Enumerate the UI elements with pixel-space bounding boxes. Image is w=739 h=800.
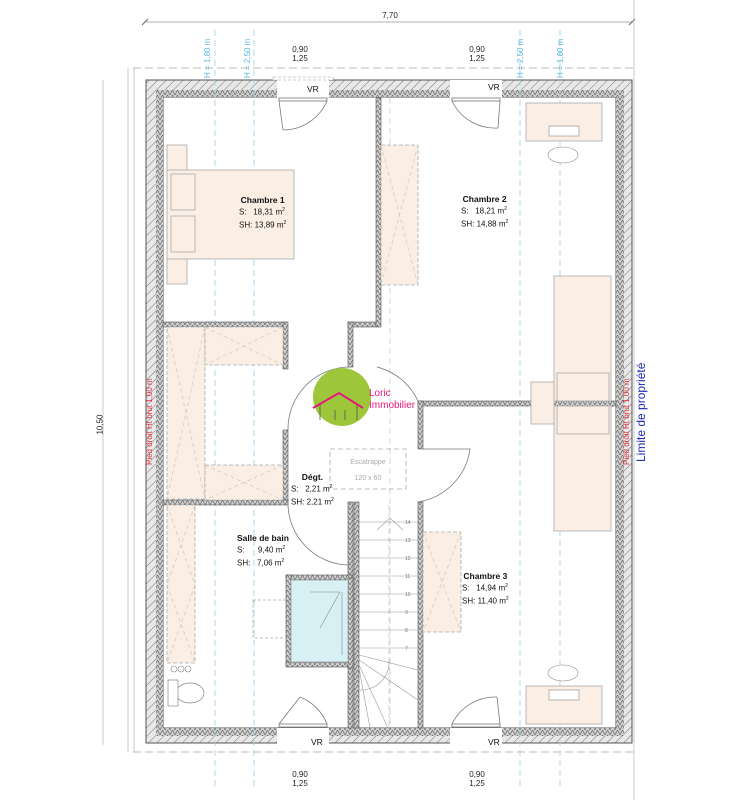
habitable-surface-value: 2,21 m <box>306 497 332 507</box>
escatrappe-name: Escatrappe <box>350 459 386 466</box>
habitable-surface-value: 14,88 m <box>476 219 506 229</box>
room-label-chambre-2: Chambre 2 S: 18,21 m2 SH: 14,88 m2 <box>461 194 508 229</box>
unit-sup: 2 <box>282 207 285 213</box>
unit-sup: 2 <box>283 219 287 226</box>
stair-step-numbers: 14 13 12 11 10 9 8 7 <box>405 514 411 658</box>
window-width: 0,90 <box>469 770 485 779</box>
height-line-label: H = 1,80 m <box>556 38 565 78</box>
stair-step: 10 <box>405 592 411 598</box>
stair-step: 13 <box>405 538 411 544</box>
window-height: 1,25 <box>469 779 485 788</box>
surface-value: 18,21 m <box>475 206 505 216</box>
logo-line-2: Immobilier <box>369 400 416 411</box>
window-shutter-label: VR <box>307 84 319 94</box>
surface-value: 18,31 m <box>253 207 283 217</box>
height-line-label: H = 1,80 m <box>203 38 212 78</box>
window-shutter-label: VR <box>488 737 500 747</box>
room-name: Chambre 2 <box>462 194 507 204</box>
surface-label: S: <box>461 206 469 216</box>
window-dimension: 0,90 1,25 <box>462 770 492 788</box>
window-width: 0,90 <box>469 45 485 54</box>
stair-step: 14 <box>405 520 411 526</box>
unit-sup: 2 <box>282 545 286 551</box>
surface-label: S: <box>462 583 470 593</box>
unit-sup: 2 <box>505 583 508 589</box>
pied-droit-right: Pied droit Ht brut 1,00 m <box>622 378 631 465</box>
surface-label: S: <box>291 484 299 494</box>
habitable-surface-label: SH: <box>291 497 305 507</box>
habitable-surface-label: SH: <box>237 558 251 568</box>
habitable-surface-label: SH: <box>239 220 253 230</box>
habitable-surface-label: SH: <box>461 219 475 229</box>
window-width: 0,90 <box>292 770 308 779</box>
pied-droit-left: Pied droit Ht brut 1,00 m <box>145 378 154 465</box>
surface-value: 9,40 m <box>257 545 283 555</box>
unit-sup: 2 <box>505 218 509 225</box>
logo-circle <box>313 368 371 426</box>
stair-step: 8 <box>405 628 408 634</box>
habitable-surface-value: 7,06 m <box>257 558 282 568</box>
height-line-label: H = 2,50 m <box>516 38 525 78</box>
room-name: Chambre 3 <box>463 571 508 581</box>
unit-sup: 2 <box>504 206 507 212</box>
unit-sup: 2 <box>331 496 334 503</box>
overall-width-label: 7,70 <box>382 11 398 20</box>
logo-text: Loric Immobilier <box>369 388 415 412</box>
surface-value: 2,21 m <box>305 484 330 494</box>
window-height: 1,25 <box>292 779 308 788</box>
room-label-degagement: Dégt. S: 2,21 m2 SH: 2,21 m2 <box>291 472 334 507</box>
window-width: 0,90 <box>292 45 308 54</box>
room-name: Chambre 1 <box>240 195 285 205</box>
escatrappe-label: Escatrappe 120 x 60 <box>330 455 406 487</box>
unit-sup: 2 <box>329 484 333 490</box>
room-label-chambre-3: Chambre 3 S: 14,94 m2 SH: 11,40 m2 <box>462 571 509 606</box>
stair-step: 11 <box>405 574 411 580</box>
window-shutter-label: VR <box>488 82 500 92</box>
window-dimension: 0,90 1,25 <box>285 770 315 788</box>
room-name: Salle de bain <box>237 533 289 543</box>
habitable-surface-label: SH: <box>462 596 476 606</box>
room-name: Dégt. <box>301 472 324 482</box>
window-height: 1,25 <box>469 54 485 63</box>
stair-step: 7 <box>405 646 408 652</box>
surface-label: S: <box>237 545 245 555</box>
window-dimension: 0,90 1,25 <box>462 45 492 63</box>
window-dimension: 0,90 1,25 <box>285 45 315 63</box>
surface-label: S: <box>239 207 247 217</box>
height-line-label: H = 2,50 m <box>243 38 252 78</box>
room-label-salle-de-bain: Salle de bain S: 9,40 m2 SH: 7,06 m2 <box>237 533 289 568</box>
room-label-chambre-1: Chambre 1 S: 18,31 m2 SH: 13,89 m2 <box>239 195 286 230</box>
surface-value: 14,94 m <box>476 583 506 593</box>
window-shutter-label: VR <box>311 737 323 747</box>
window-height: 1,25 <box>292 54 308 63</box>
habitable-surface-value: 11,40 m <box>477 596 506 606</box>
unit-sup: 2 <box>281 557 285 564</box>
logo-line-1: Loric <box>369 388 391 399</box>
overall-height-label: 10,50 <box>95 414 105 435</box>
stair-step: 12 <box>405 556 411 562</box>
stair-step: 9 <box>405 610 408 616</box>
unit-sup: 2 <box>505 595 509 602</box>
property-limit-label: Limite de propriété <box>634 362 648 462</box>
escatrappe-size: 120 x 60 <box>354 475 382 482</box>
habitable-surface-value: 13,89 m <box>254 220 284 230</box>
